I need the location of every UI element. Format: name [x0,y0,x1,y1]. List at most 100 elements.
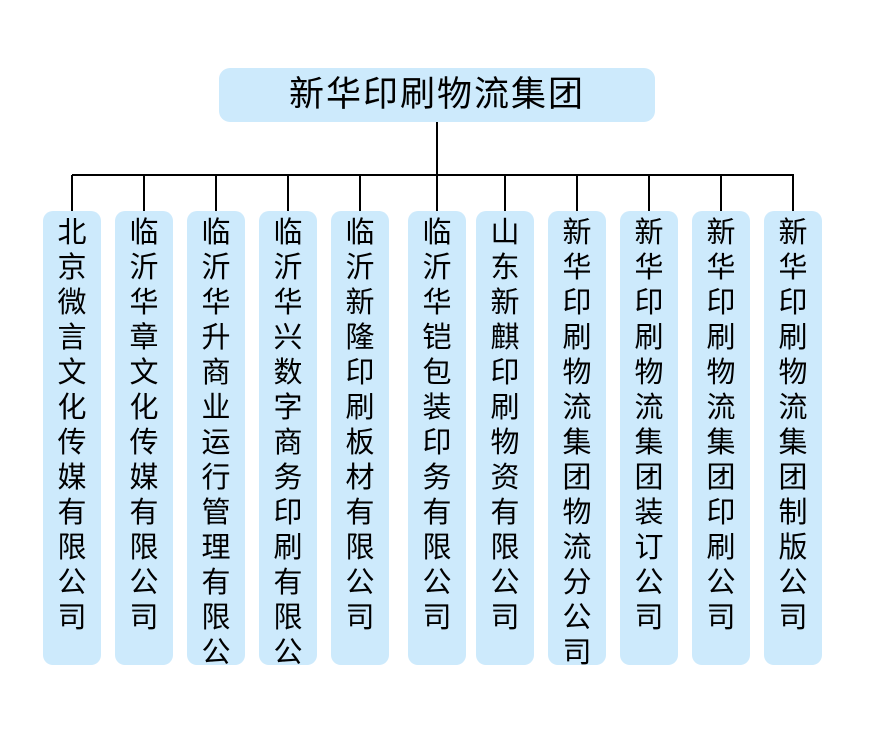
label-char: 华 [422,285,452,319]
label-char: 司 [422,600,452,634]
label-char: 华 [562,250,592,284]
drop-connector-line [648,175,650,211]
label-char: 集 [778,425,808,459]
label-char: 集 [706,425,736,459]
label-char: 印 [490,355,520,389]
label-char: 限 [201,600,231,634]
drop-connector-line [792,175,794,211]
label-char: 流 [634,390,664,424]
child-node[interactable]: 新华印刷物流集团印刷公司 [692,211,750,665]
child-node-label: 临沂华升商业运行管理有限公司 [187,211,245,665]
label-char: 化 [129,390,159,424]
label-char: 公 [57,565,87,599]
child-node[interactable]: 临沂华升商业运行管理有限公司 [187,211,245,665]
drop-connector-line [720,175,722,211]
child-node[interactable]: 新华印刷物流集团制版公司 [764,211,822,665]
label-char: 山 [490,215,520,249]
label-char: 司 [778,600,808,634]
label-char: 司 [129,600,159,634]
child-node[interactable]: 山东新麒印刷物资有限公司 [476,211,534,665]
label-char: 限 [129,530,159,564]
label-char: 文 [57,355,87,389]
label-char: 文 [129,355,159,389]
label-char: 新 [345,285,375,319]
label-char: 华 [634,250,664,284]
label-char: 团 [562,460,592,494]
label-char: 刷 [490,390,520,424]
trunk-connector-line [436,122,438,175]
label-char: 传 [57,425,87,459]
label-char: 升 [201,320,231,354]
label-char: 物 [778,355,808,389]
label-char: 公 [778,565,808,599]
label-char: 新 [634,215,664,249]
label-char: 北 [57,215,87,249]
label-char: 团 [634,460,664,494]
label-char: 订 [634,530,664,564]
label-char: 印 [706,285,736,319]
label-char: 临 [129,215,159,249]
child-node[interactable]: 新华印刷物流集团装订公司 [620,211,678,665]
child-node[interactable]: 临沂华铠包装印务有限公司 [408,211,466,665]
label-char: 新 [490,285,520,319]
label-char: 物 [562,495,592,529]
child-node[interactable]: 新华印刷物流集团物流分公司 [548,211,606,665]
label-char: 物 [706,355,736,389]
label-char: 有 [201,565,231,599]
label-char: 媒 [129,460,159,494]
label-char: 务 [273,460,303,494]
label-char: 华 [129,285,159,319]
drop-connector-line [359,175,361,211]
label-char: 刷 [778,320,808,354]
label-char: 印 [422,425,452,459]
label-char: 公 [562,600,592,634]
label-char: 司 [345,600,375,634]
child-node[interactable]: 临沂华兴数字商务印刷有限公司 [259,211,317,665]
label-char: 管 [201,495,231,529]
drop-connector-line [215,175,217,211]
label-char: 商 [273,425,303,459]
root-node[interactable]: 新华印刷物流集团 [219,68,655,122]
label-char: 沂 [422,250,452,284]
label-char: 临 [422,215,452,249]
label-char: 制 [778,495,808,529]
label-char: 公 [634,565,664,599]
label-char: 限 [345,530,375,564]
label-char: 铠 [422,320,452,354]
drop-connector-line [287,175,289,211]
label-char: 印 [778,285,808,319]
child-node-label: 山东新麒印刷物资有限公司 [476,211,534,665]
label-char: 刷 [562,320,592,354]
label-char: 章 [129,320,159,354]
label-char: 集 [634,425,664,459]
label-char: 限 [273,600,303,634]
label-char: 物 [562,355,592,389]
child-node[interactable]: 临沂华章文化传媒有限公司 [115,211,173,665]
label-char: 团 [778,460,808,494]
label-char: 板 [345,425,375,459]
label-char: 临 [345,215,375,249]
label-char: 沂 [273,250,303,284]
label-char: 言 [57,320,87,354]
label-char: 隆 [345,320,375,354]
child-node[interactable]: 北京微言文化传媒有限公司 [43,211,101,665]
label-char: 华 [778,250,808,284]
child-node[interactable]: 临沂新隆印刷板材有限公司 [331,211,389,665]
label-char: 有 [345,495,375,529]
label-char: 有 [57,495,87,529]
label-char: 资 [490,460,520,494]
child-node-label: 新华印刷物流集团物流分公司 [548,211,606,665]
child-node-label: 临沂华铠包装印务有限公司 [408,211,466,665]
horizontal-bus-connector-line [72,174,794,176]
label-char: 沂 [129,250,159,284]
label-char: 华 [273,285,303,319]
label-char: 临 [273,215,303,249]
child-node-label: 北京微言文化传媒有限公司 [43,211,101,665]
label-char: 公 [129,565,159,599]
label-char: 司 [490,600,520,634]
label-char: 新 [562,215,592,249]
label-char: 沂 [345,250,375,284]
label-char: 刷 [273,530,303,564]
root-node-label: 新华印刷物流集团 [288,74,585,115]
